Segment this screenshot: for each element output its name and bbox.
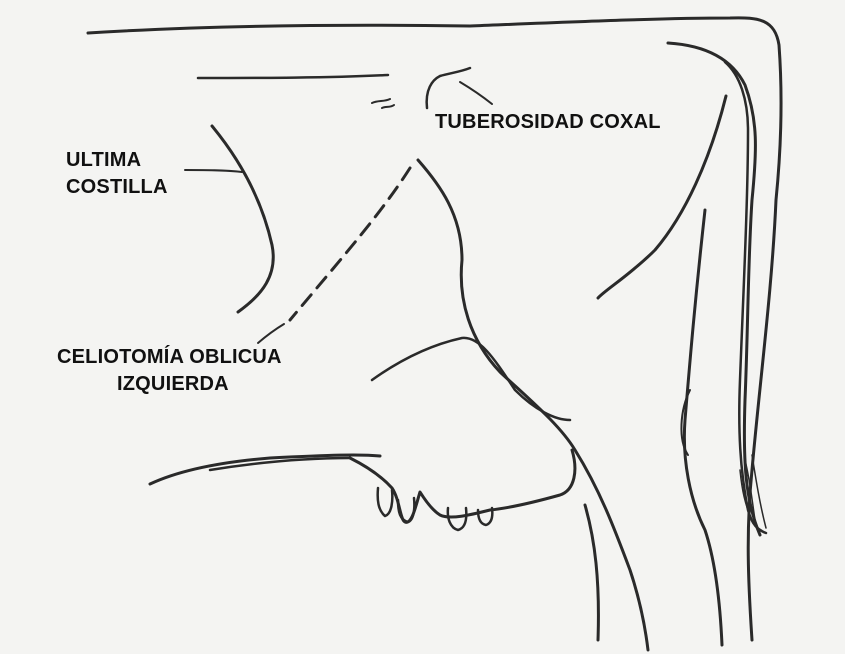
teat-3 [448, 508, 467, 530]
tail-outer-line [668, 43, 760, 535]
hind-leg-back-line [684, 210, 722, 645]
sacral-marks [372, 99, 394, 108]
ultima-pointer [185, 170, 242, 172]
celiotomia-label-line1: CELIOTOMÍA OBLICUA [57, 344, 282, 370]
ultima-label-line1: ULTIMA [66, 147, 141, 173]
belly-line-lower [210, 458, 350, 470]
hind-leg-front-line [585, 505, 598, 640]
belly-line [150, 455, 380, 484]
udder-outline [350, 450, 575, 522]
hip-bone-line [427, 68, 470, 108]
celiotomia-pointer [258, 324, 284, 343]
ultima-label-line2: COSTILLA [66, 174, 168, 200]
hip-line [198, 75, 388, 78]
celiotomia-label-line2: IZQUIERDA [117, 371, 229, 397]
incision-dashed-line [290, 168, 410, 320]
tuberosidad-label: TUBEROSIDAD COXAL [435, 109, 661, 135]
tuberosidad-pointer [460, 82, 492, 104]
teat-1 [378, 488, 393, 516]
last-rib-line [212, 126, 273, 312]
